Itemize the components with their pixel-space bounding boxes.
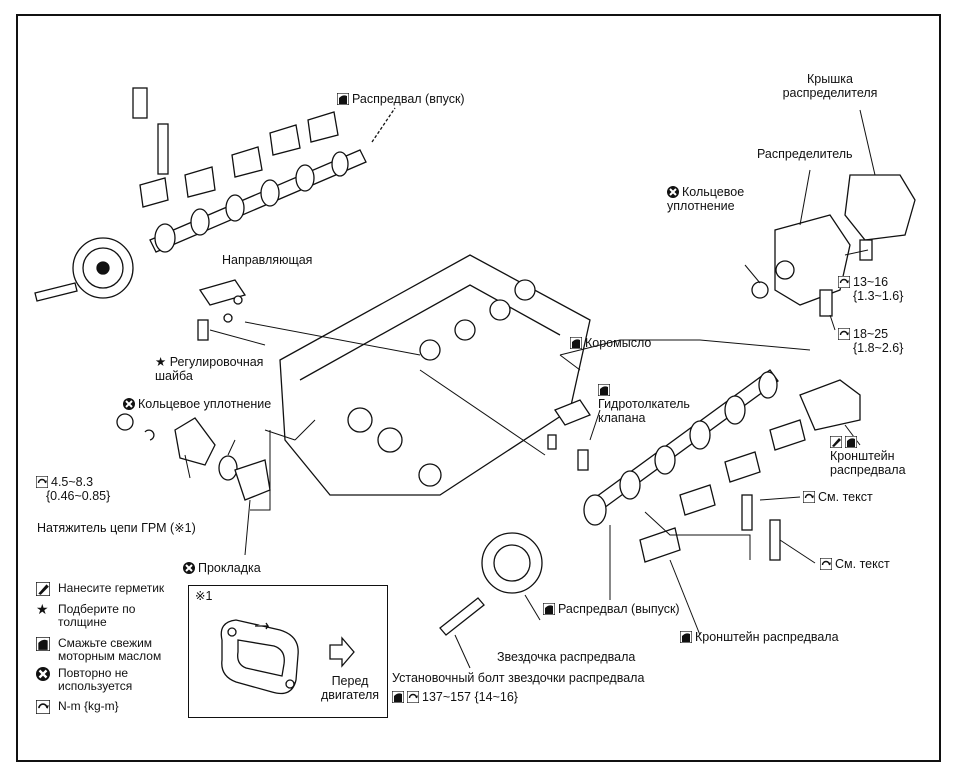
label-gasket: Прокладка bbox=[183, 561, 261, 575]
label-tensioner: Натяжитель цепи ГРМ (※1) bbox=[37, 521, 196, 535]
label-intake-camshaft: Распредвал (впуск) bbox=[337, 92, 465, 106]
do-not-reuse-icon bbox=[36, 667, 50, 681]
torque-icon bbox=[36, 700, 50, 714]
oil-icon bbox=[543, 603, 555, 615]
label-shim: ★ Регулировочная шайба bbox=[155, 355, 264, 383]
note-direction-label: Перед двигателя bbox=[320, 674, 380, 702]
torque-icon bbox=[803, 491, 815, 503]
cylinder-head bbox=[279, 254, 591, 496]
label-sprocket-bolt: Установочный болт звездочки распредвала bbox=[392, 671, 645, 685]
label-cam-bracket-top: Кронштейн распредвала bbox=[830, 435, 930, 477]
label-cam-bracket-bottom: Кронштейн распредвала bbox=[680, 630, 839, 644]
note-marker: ※1 bbox=[195, 589, 213, 603]
label-torque-sprocket: 137~157 {14~16} bbox=[392, 690, 518, 704]
note-box: ※1 Перед двигателя bbox=[188, 585, 388, 718]
label-exhaust-camshaft: Распредвал (выпуск) bbox=[543, 602, 680, 616]
oil-icon bbox=[392, 691, 404, 703]
do-not-reuse-icon bbox=[183, 562, 195, 574]
label-distributor-cap: Крышка распределителя bbox=[782, 72, 878, 100]
do-not-reuse-icon bbox=[667, 186, 679, 198]
label-tensioner-oring: Кольцевое уплотнение bbox=[123, 397, 271, 411]
oil-icon bbox=[337, 93, 349, 105]
torque-icon bbox=[36, 476, 48, 488]
torque-icon bbox=[820, 558, 832, 570]
label-torque-distributor-1: 13~16{1.3~1.6} bbox=[838, 275, 903, 303]
label-lifter: Гидротолкатель клапана bbox=[598, 383, 698, 425]
label-distributor: Распределитель bbox=[757, 147, 853, 161]
intake-camshaft-assembly bbox=[34, 87, 396, 302]
oil-icon bbox=[680, 631, 692, 643]
label-see-text-2: См. текст bbox=[820, 557, 890, 571]
label-distributor-oring: Кольцевое уплотнение bbox=[667, 185, 745, 213]
star-icon: ★ bbox=[155, 355, 170, 369]
do-not-reuse-icon bbox=[123, 398, 135, 410]
star-icon: ★ bbox=[36, 601, 49, 617]
label-torque-distributor-2: 18~25{1.8~2.6} bbox=[838, 327, 903, 355]
oil-icon bbox=[36, 637, 50, 651]
torque-icon bbox=[407, 691, 419, 703]
label-guide: Направляющая bbox=[222, 253, 313, 267]
label-see-text-1: См. текст bbox=[803, 490, 873, 504]
oil-icon bbox=[845, 436, 857, 448]
torque-icon bbox=[838, 328, 850, 340]
sealant-icon bbox=[36, 582, 50, 596]
diagram-frame bbox=[16, 14, 941, 762]
oil-icon bbox=[598, 384, 610, 396]
torque-icon bbox=[838, 276, 850, 288]
exhaust-camshaft-assembly bbox=[439, 369, 861, 636]
note-gasket-drawing bbox=[220, 619, 355, 695]
oil-icon bbox=[570, 337, 582, 349]
leader-lines bbox=[184, 109, 876, 669]
distributor-assembly bbox=[751, 174, 916, 317]
valvetrain-small-parts bbox=[197, 279, 591, 471]
sealant-icon bbox=[830, 436, 842, 448]
label-cam-sprocket: Звездочка распредвала bbox=[497, 650, 636, 664]
label-rocker: Коромысло bbox=[570, 336, 651, 350]
label-torque-tensioner: 4.5~8.3{0.46~0.85} bbox=[36, 475, 110, 503]
tensioner-assembly bbox=[116, 413, 271, 501]
